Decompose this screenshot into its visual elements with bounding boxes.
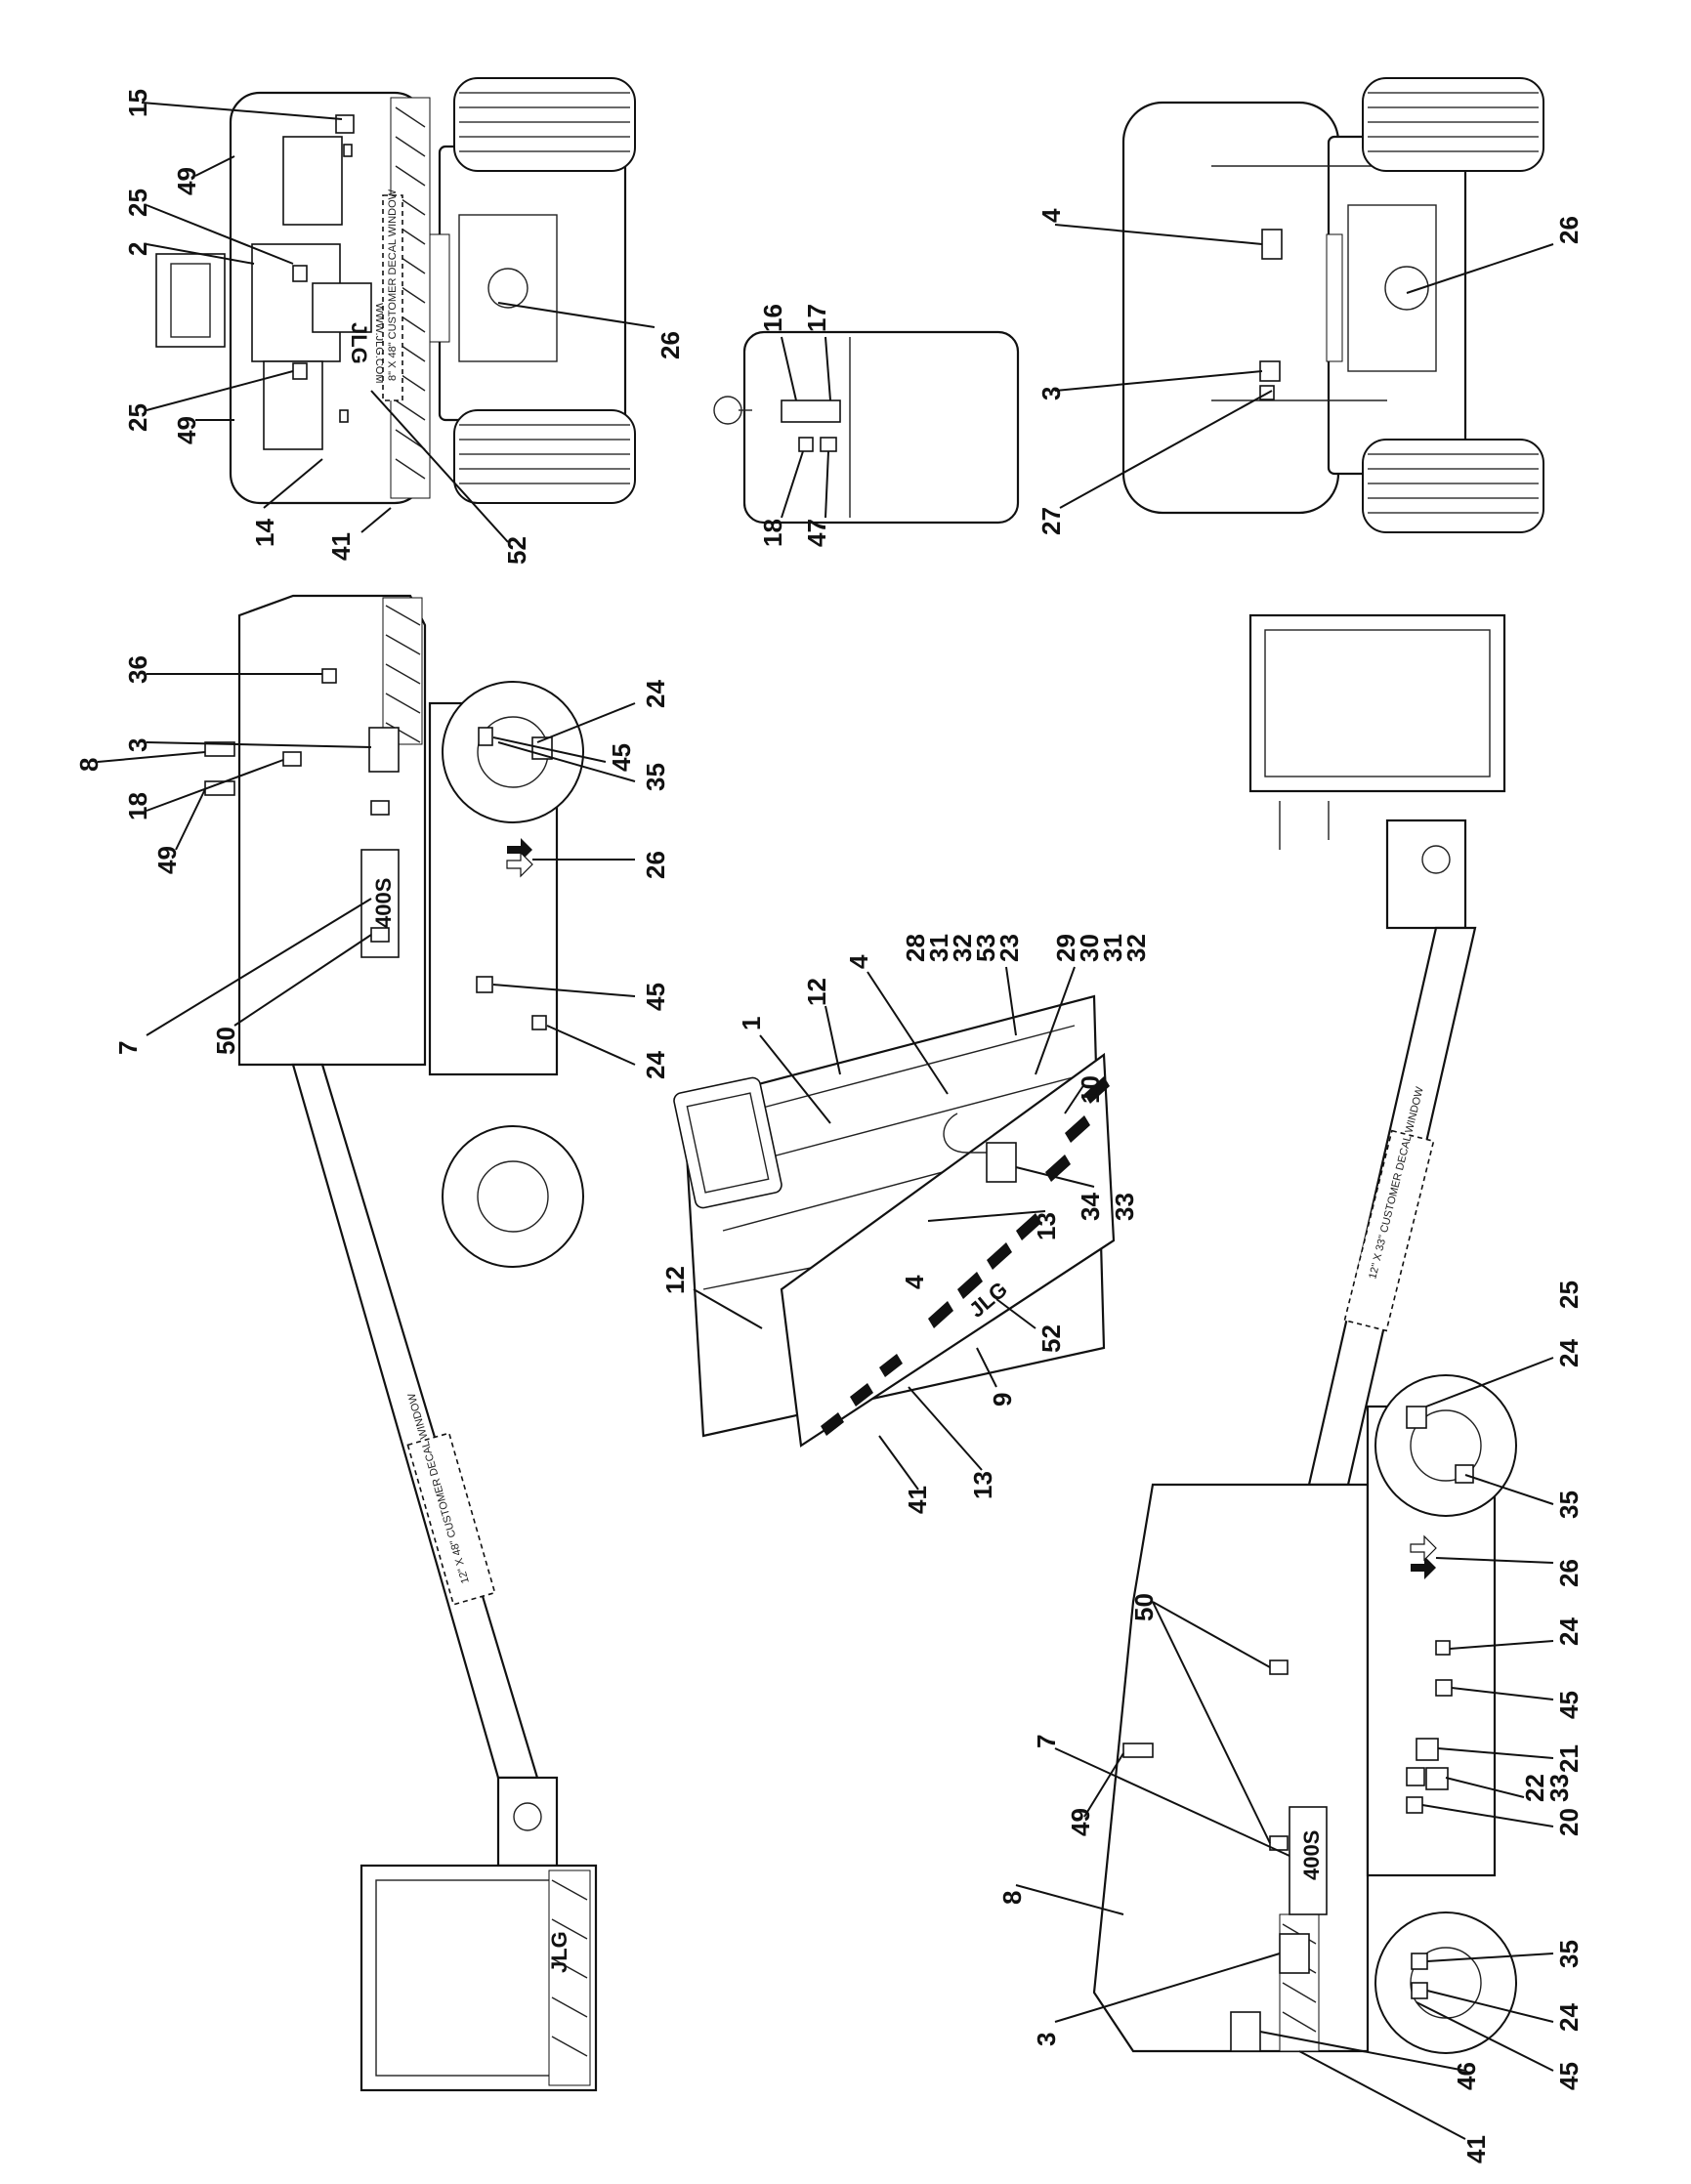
callout-right-35a: 35 <box>1554 1491 1584 1519</box>
callout-left-45a: 45 <box>607 743 636 772</box>
callout-front-25b: 25 <box>123 403 152 432</box>
callout-tank-47: 47 <box>802 519 831 547</box>
callout-right-21: 21 <box>1554 1744 1584 1773</box>
callout-plat-12a: 12 <box>802 978 831 1006</box>
callout-tank-18: 18 <box>758 519 787 547</box>
callout-right-8: 8 <box>997 1891 1027 1905</box>
callout-right-7: 7 <box>1032 1735 1061 1748</box>
front-view-callouts: 15 49 25 2 25 49 14 41 52 26 <box>123 89 685 565</box>
callout-left-7: 7 <box>113 1041 143 1055</box>
callout-left-50: 50 <box>211 1027 240 1055</box>
callout-plat-53: 53 <box>971 934 1000 962</box>
callout-left-24a: 24 <box>641 680 670 708</box>
brand-logo-front: JLG <box>347 322 371 364</box>
callout-right-49: 49 <box>1066 1808 1095 1836</box>
callout-plat-33: 33 <box>1110 1193 1139 1221</box>
callout-tank-17: 17 <box>802 304 831 332</box>
callout-left-36: 36 <box>123 655 152 684</box>
callout-right-24c: 24 <box>1554 2003 1584 2032</box>
callout-rear-27: 27 <box>1036 507 1066 535</box>
callout-plat-13b: 13 <box>968 1471 997 1499</box>
callout-rear-26: 26 <box>1554 216 1584 244</box>
callout-plat-31b: 31 <box>1098 934 1127 962</box>
callout-right-45b: 45 <box>1554 2062 1584 2090</box>
callout-front-49a: 49 <box>172 167 201 195</box>
rear-view-machine <box>1121 77 1544 533</box>
callout-front-25a: 25 <box>123 189 152 217</box>
callout-plat-4b: 4 <box>900 1275 929 1289</box>
callout-left-24b: 24 <box>641 1051 670 1079</box>
callout-plat-30: 30 <box>1075 934 1104 962</box>
tank-view-callouts: 16 17 18 47 <box>758 304 831 547</box>
front-view-machine: JLG WWW.JLG.COM 8" X 48" CUSTOMER DECAL … <box>155 77 636 505</box>
callout-left-35: 35 <box>641 763 670 791</box>
callout-left-3: 3 <box>123 738 152 752</box>
callout-left-26: 26 <box>641 851 670 879</box>
callout-left-8: 8 <box>74 758 104 772</box>
model-decal-right: 400S <box>1299 1830 1324 1880</box>
platform-detail: JLG <box>673 994 1116 1448</box>
callout-front-26: 26 <box>655 331 685 359</box>
platform-callouts: 1 12 4 28 31 32 53 23 29 30 31 32 10 34 … <box>660 934 1151 1514</box>
callout-plat-12b: 12 <box>660 1266 690 1294</box>
callout-front-14: 14 <box>250 519 279 547</box>
callout-plat-4a: 4 <box>844 954 873 969</box>
right-side-callouts: 25 24 35 26 24 45 21 22 33 20 50 7 49 8 … <box>997 1281 1584 2163</box>
callout-plat-23: 23 <box>994 934 1024 962</box>
model-decal-left: 400S <box>371 878 396 928</box>
left-side-machine: 400S 12" X 48" CUSTOMER DECAL WINDOW <box>204 594 598 2092</box>
callout-plat-1: 1 <box>737 1017 766 1030</box>
decal-window-front: 8" X 48" CUSTOMER DECAL WINDOW <box>387 189 399 381</box>
callout-front-2: 2 <box>123 242 152 256</box>
callout-right-35b: 35 <box>1554 1940 1584 1968</box>
callout-plat-29: 29 <box>1051 934 1080 962</box>
callout-plat-32b: 32 <box>1121 934 1151 962</box>
callout-rear-4: 4 <box>1036 208 1066 223</box>
callout-left-18: 18 <box>123 792 152 820</box>
callout-left-45b: 45 <box>641 983 670 1011</box>
right-side-machine: 12" X 33" CUSTOMER DECAL WINDOW 400S <box>1092 613 1517 2054</box>
callout-left-49: 49 <box>152 846 182 874</box>
callout-plat-52: 52 <box>1036 1324 1066 1353</box>
hazard-stripes <box>821 1076 1110 1436</box>
callout-right-24a: 24 <box>1554 1339 1584 1367</box>
callout-rear-3: 3 <box>1036 387 1066 400</box>
callout-right-20: 20 <box>1554 1808 1584 1836</box>
callout-front-41: 41 <box>326 532 356 561</box>
callout-plat-28: 28 <box>901 934 930 962</box>
callout-right-22: 22 <box>1520 1774 1549 1802</box>
rear-view-callouts: 4 26 3 27 <box>1036 208 1584 535</box>
callout-right-3: 3 <box>1032 2033 1061 2046</box>
callout-right-26: 26 <box>1554 1559 1584 1587</box>
callout-right-45a: 45 <box>1554 1691 1584 1719</box>
callout-right-33: 33 <box>1544 1774 1574 1802</box>
callout-plat-41: 41 <box>903 1486 932 1514</box>
callout-right-24b: 24 <box>1554 1617 1584 1646</box>
callout-right-25: 25 <box>1554 1281 1584 1309</box>
callout-plat-9: 9 <box>988 1393 1017 1407</box>
callout-plat-13a: 13 <box>1032 1212 1061 1240</box>
callout-tank-16: 16 <box>758 304 787 332</box>
callout-right-50: 50 <box>1129 1593 1159 1621</box>
web-address-front: WWW.JLG.COM <box>373 303 385 384</box>
callout-plat-32a: 32 <box>948 934 977 962</box>
callout-plat-31a: 31 <box>924 934 953 962</box>
callout-right-41: 41 <box>1461 2135 1491 2163</box>
tank-view <box>713 330 1020 525</box>
callout-right-46: 46 <box>1452 2062 1481 2090</box>
callout-plat-34: 34 <box>1076 1193 1105 1221</box>
left-side-callouts: 36 3 8 18 49 7 50 26 24 45 35 45 24 <box>74 655 670 1079</box>
brand-logo-basket: JLG <box>547 1931 571 1973</box>
